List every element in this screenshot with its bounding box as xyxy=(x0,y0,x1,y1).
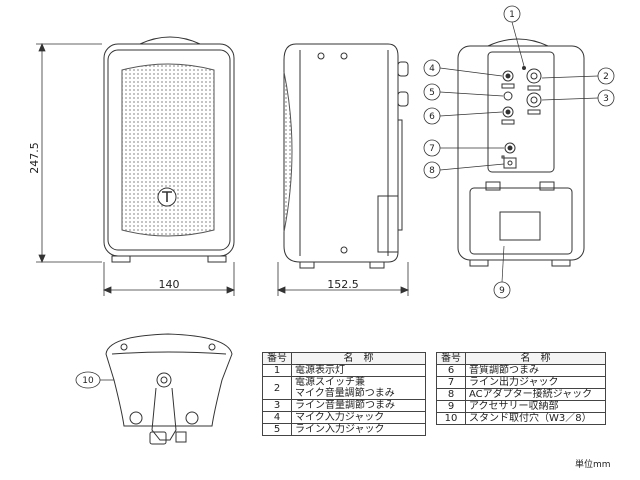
callout-10-label: 10 xyxy=(82,376,94,386)
table-row: 1 電源表示灯 xyxy=(262,364,426,377)
table-row: 10 スタンド取付穴（W3／8） xyxy=(436,412,606,425)
callout-4-label: 4 xyxy=(429,64,435,74)
callout-5-label: 5 xyxy=(429,88,435,98)
height-dimension-label: 247.5 xyxy=(28,142,41,174)
table-row: 8 ACアダプター接続ジャック xyxy=(436,388,606,401)
power-indicator-icon xyxy=(522,66,526,70)
callout-3-circle xyxy=(597,89,615,107)
rear-control-panel xyxy=(487,51,555,173)
row-number: 5 xyxy=(262,423,292,436)
row-name: 電源表示灯 xyxy=(291,364,426,377)
stand-mount-hole xyxy=(156,372,172,388)
table-row: 3 ライン音量調節つまみ xyxy=(262,399,426,412)
accessory-compartment xyxy=(469,187,573,255)
table-row: 5 ライン入力ジャック xyxy=(262,423,426,436)
table-header-row: 番号 名 称 xyxy=(436,352,606,365)
row-number: 9 xyxy=(436,400,466,413)
row-name: ACアダプター接続ジャック xyxy=(465,388,606,401)
table-row: 6 音質調節つまみ xyxy=(436,364,606,377)
header-number: 番号 xyxy=(262,352,292,365)
header-number: 番号 xyxy=(436,352,466,365)
callout-9-circle xyxy=(493,281,511,299)
parts-table-right: 番号 名 称 6 音質調節つまみ 7 ライン出力ジャック 8 ACアダプター接続… xyxy=(436,352,606,425)
row-name: ライン出力ジャック xyxy=(465,376,606,389)
row-name: スタンド取付穴（W3／8） xyxy=(465,412,606,425)
callout-leaders xyxy=(98,21,599,381)
callout-7-label: 7 xyxy=(429,144,435,154)
table-row: 4 マイク入力ジャック xyxy=(262,411,426,424)
callout-7-circle xyxy=(423,139,441,157)
row-name: 電源スイッチ兼 マイク音量調節つまみ xyxy=(291,376,426,400)
front-view xyxy=(103,36,235,263)
callouts xyxy=(75,5,615,389)
row-name: アクセサリー収納部 xyxy=(465,400,606,413)
callout-6-label: 6 xyxy=(429,112,435,122)
row-name: ライン入力ジャック xyxy=(291,423,426,436)
row-number: 10 xyxy=(436,412,466,425)
callout-10-circle xyxy=(75,371,101,389)
header-name: 名 称 xyxy=(291,352,426,365)
callout-2-label: 2 xyxy=(603,72,609,82)
callout-9-label: 9 xyxy=(499,286,505,296)
header-name: 名 称 xyxy=(465,352,606,365)
front-grille xyxy=(121,63,215,237)
bottom-view xyxy=(105,333,233,445)
row-number: 8 xyxy=(436,388,466,401)
height-dimension xyxy=(36,42,102,264)
row-number: 1 xyxy=(262,364,292,377)
front-width-dimension xyxy=(102,262,236,296)
callout-1-circle xyxy=(503,5,521,23)
row-number: 7 xyxy=(436,376,466,389)
front-width-label: 140 xyxy=(159,278,180,291)
side-view xyxy=(283,43,409,269)
table-header-row: 番号 名 称 xyxy=(262,352,426,365)
row-name-line1: 電源スイッチ兼 xyxy=(295,377,365,388)
row-name: 音質調節つまみ xyxy=(465,364,606,377)
table-row: 2 電源スイッチ兼 マイク音量調節つまみ xyxy=(262,376,426,400)
callout-8-circle xyxy=(423,161,441,179)
line-input-jack-icon xyxy=(503,91,513,101)
rear-controls xyxy=(501,66,542,169)
side-depth-dimension xyxy=(276,262,410,296)
callout-4-circle xyxy=(423,59,441,77)
row-name-line2: マイク音量調節つまみ xyxy=(295,388,395,399)
row-name: ライン音量調節つまみ xyxy=(291,399,426,412)
callout-5-circle xyxy=(423,83,441,101)
row-number: 4 xyxy=(262,411,292,424)
side-grille xyxy=(283,71,293,233)
row-number: 6 xyxy=(436,364,466,377)
row-number: 2 xyxy=(262,376,292,400)
table-row: 9 アクセサリー収納部 xyxy=(436,400,606,413)
callout-8-label: 8 xyxy=(429,166,435,176)
side-depth-label: 152.5 xyxy=(327,278,359,291)
callout-6-circle xyxy=(423,107,441,125)
callout-2-circle xyxy=(597,67,615,85)
callout-3-label: 3 xyxy=(603,94,609,104)
unit-label: 単位mm xyxy=(575,460,611,470)
table-row: 7 ライン出力ジャック xyxy=(436,376,606,389)
row-number: 3 xyxy=(262,399,292,412)
parts-table-left: 番号 名 称 1 電源表示灯 2 電源スイッチ兼 マイク音量調節つまみ 3 ライ… xyxy=(262,352,426,436)
row-name: マイク入力ジャック xyxy=(291,411,426,424)
callout-1-label: 1 xyxy=(509,10,515,20)
